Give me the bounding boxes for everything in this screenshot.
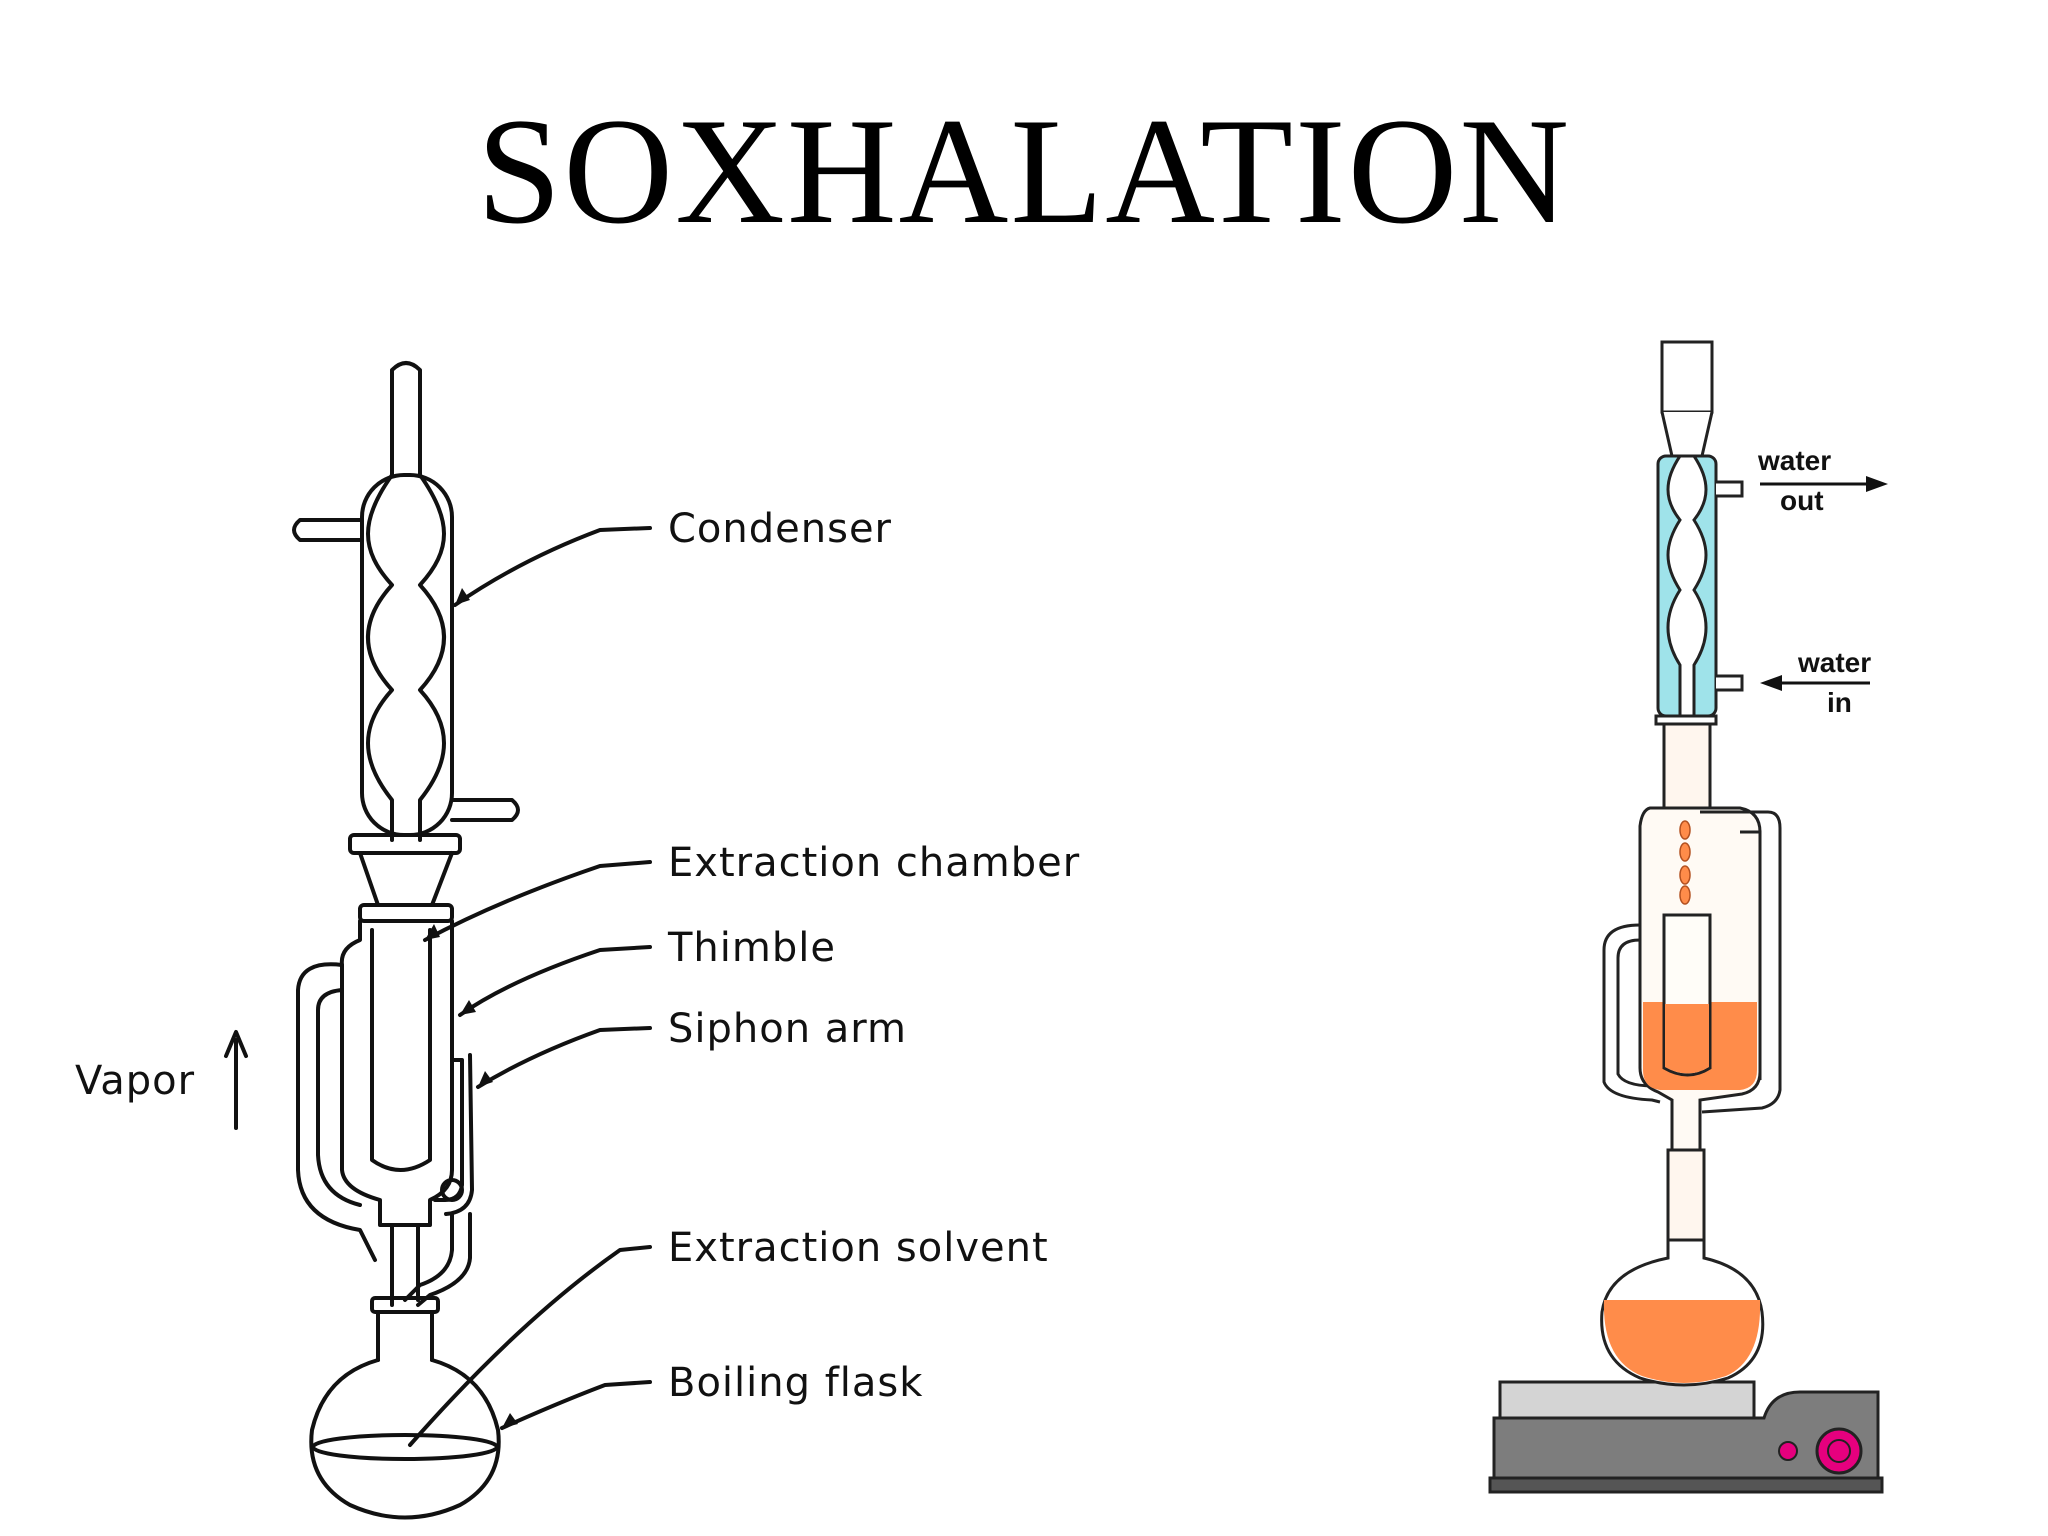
hotplate-knob-inner	[1827, 1439, 1851, 1463]
label-extraction-chamber: Extraction chamber	[668, 840, 1080, 886]
right-apparatus-drawing	[1488, 340, 1888, 1494]
label-water-in-line2: in	[1827, 687, 1852, 718]
rb-flask-solvent	[1603, 1300, 1761, 1383]
hotplate-base	[1488, 1476, 1884, 1494]
slide-title: SOXHALATION	[476, 87, 1572, 255]
leader-flask	[500, 1380, 652, 1430]
drop-4	[1679, 885, 1691, 905]
leader-arrowheads	[425, 588, 518, 1428]
left-apparatus-drawing	[224, 361, 652, 1520]
solvent-surface	[311, 1433, 499, 1461]
label-condenser: Condenser	[668, 506, 892, 552]
condenser-upper-arm	[292, 518, 364, 542]
hotplate-top	[1498, 1380, 1756, 1420]
rh-condenser-coil	[1666, 454, 1708, 718]
label-thimble: Thimble	[667, 925, 836, 971]
rh-top-adaptor	[1660, 340, 1714, 414]
flask-neck-tube	[1666, 1148, 1706, 1242]
condenser-coil	[366, 473, 446, 842]
chamber-outlet	[390, 1223, 420, 1307]
drop-1	[1679, 820, 1691, 840]
drop-3	[1679, 865, 1691, 885]
water-in-arrowhead	[1760, 675, 1782, 691]
rh-siphon-loop-inner	[1740, 830, 1762, 1080]
flask-neck	[376, 1310, 434, 1362]
water-out-arrowhead	[1866, 476, 1888, 492]
label-vapor: Vapor	[75, 1058, 195, 1104]
vapor-tube	[296, 962, 377, 1262]
thimble-shape	[370, 928, 432, 1172]
rh-top-cone	[1660, 411, 1714, 458]
chamber-joint	[358, 903, 454, 923]
leader-extraction-chamber	[423, 860, 652, 942]
condenser-inner-tube	[390, 361, 422, 477]
label-extraction-solvent: Extraction solvent	[668, 1225, 1049, 1271]
label-water-in-line1: water	[1797, 647, 1871, 678]
leader-condenser	[453, 526, 652, 607]
boiling-flask	[309, 1358, 501, 1520]
label-water-out-line2: out	[1780, 485, 1824, 516]
hotplate-indicator-light	[1778, 1441, 1798, 1461]
vapor-arrow-head	[224, 1030, 248, 1058]
label-boiling-flask: Boiling flask	[668, 1360, 923, 1406]
flask-joint-band	[370, 1296, 440, 1314]
siphon-return	[403, 1212, 472, 1307]
condenser-joint	[348, 833, 462, 855]
rh-joint-lower	[1662, 714, 1712, 810]
rh-siphon-loop	[1700, 810, 1782, 1114]
water-in-port	[1716, 674, 1744, 692]
rh-vapor-loop	[1602, 923, 1661, 1104]
label-water-out-line1: water	[1757, 445, 1831, 476]
leader-thimble	[458, 945, 652, 1017]
rh-thimble-solvent	[1665, 1004, 1709, 1074]
condenser-lower-arm	[450, 798, 520, 822]
condenser-jacket	[360, 473, 454, 837]
leader-solvent	[408, 1245, 652, 1447]
water-out-port	[1716, 480, 1744, 498]
extraction-chamber	[339, 919, 454, 1227]
leader-siphon	[476, 1026, 652, 1089]
joint-cone	[358, 851, 454, 907]
drop-2	[1679, 842, 1691, 862]
label-siphon-arm: Siphon arm	[668, 1006, 907, 1052]
siphon-bulb	[440, 1178, 464, 1202]
